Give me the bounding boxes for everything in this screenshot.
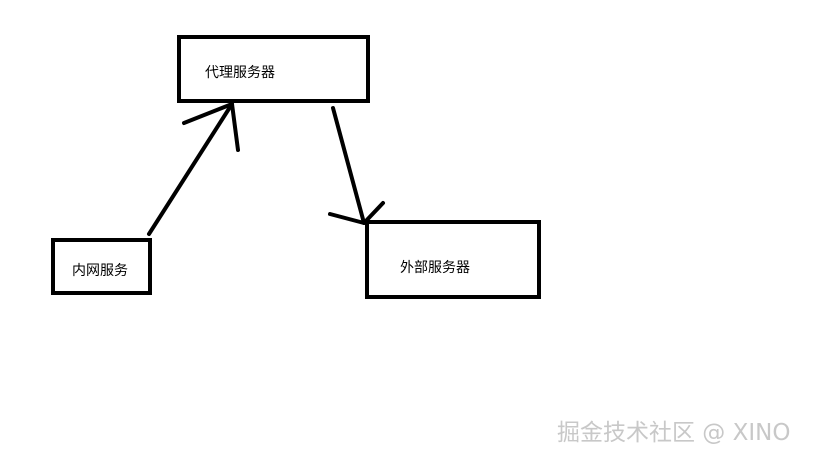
node-internal-service: 内网服务 — [51, 238, 152, 295]
node-proxy-server-box — [177, 35, 370, 103]
node-internal-service-label: 内网服务 — [72, 263, 128, 279]
edge-proxy-to-external-arrowhead — [328, 201, 385, 225]
node-internal-service-box — [51, 238, 152, 295]
watermark-text: 掘金技术社区 @ XINO — [557, 420, 790, 446]
edge-internal-to-proxy — [147, 102, 240, 236]
edge-internal-to-proxy-arrowhead — [182, 102, 240, 152]
node-external-server: 外部服务器 — [365, 220, 541, 299]
edge-internal-to-proxy-line — [147, 102, 234, 236]
edge-proxy-to-external-line — [331, 106, 366, 225]
edge-proxy-to-external — [328, 106, 385, 225]
node-external-server-box — [365, 220, 541, 299]
node-external-server-label: 外部服务器 — [400, 260, 470, 276]
node-proxy-server-label: 代理服务器 — [205, 65, 275, 81]
node-proxy-server: 代理服务器 — [177, 35, 370, 103]
